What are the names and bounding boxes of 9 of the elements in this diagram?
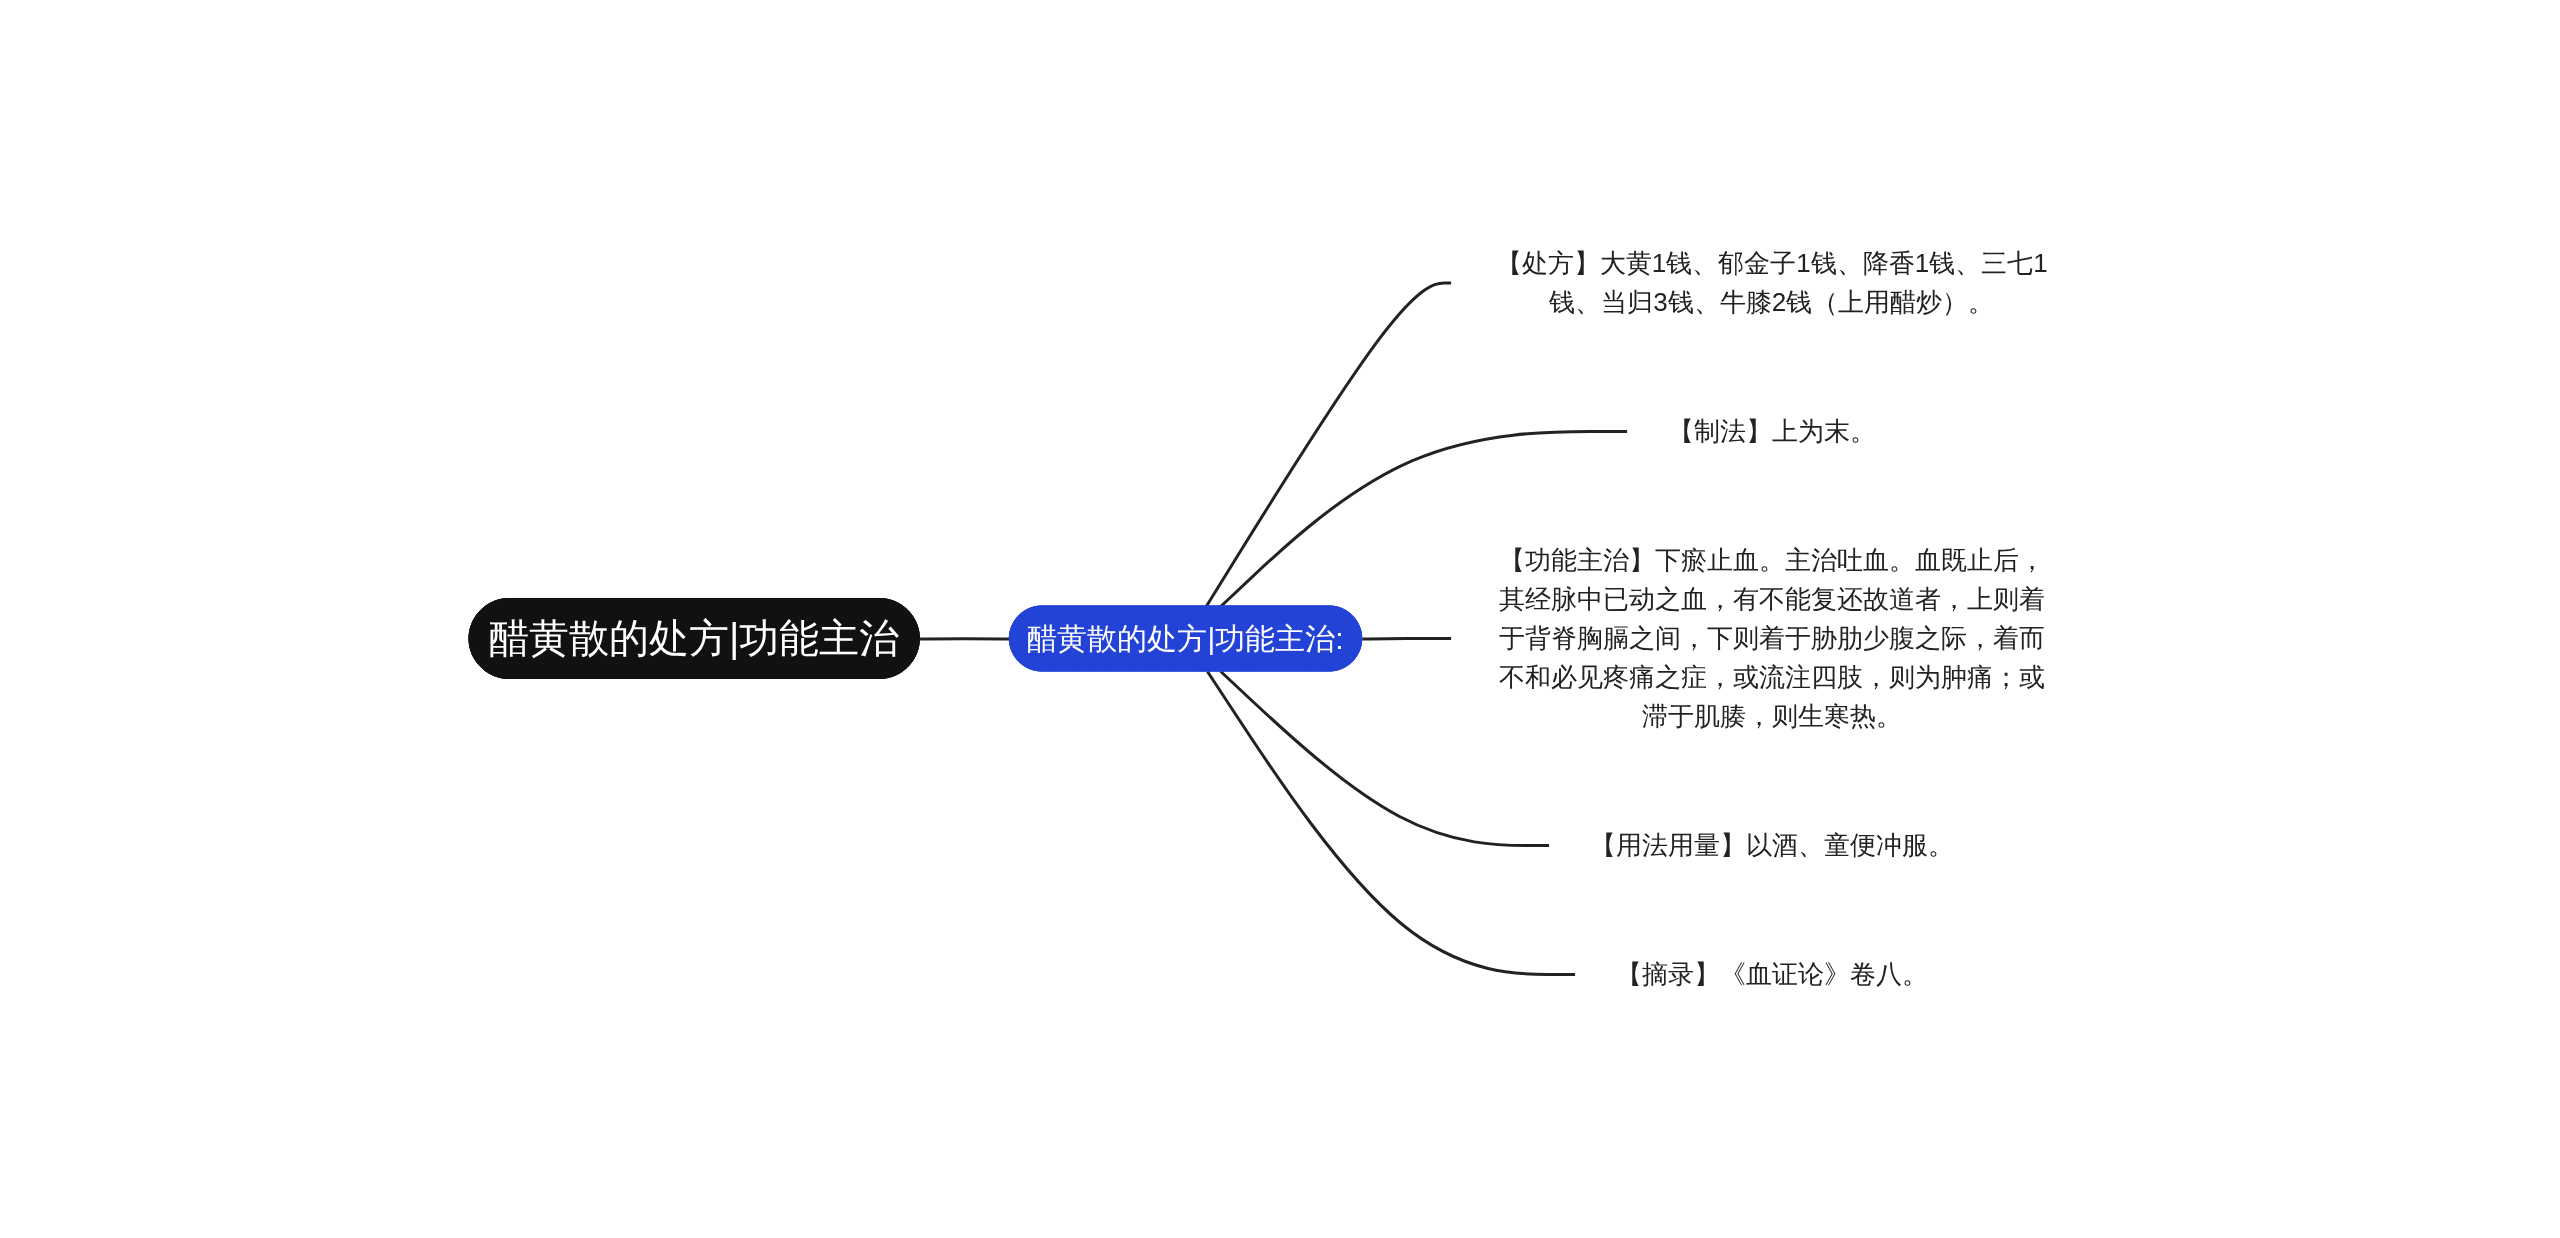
connector [1205, 670, 1576, 976]
node-text: 【摘录】《血证论》卷八。 [1615, 958, 1928, 989]
connector [1219, 670, 1550, 847]
node-text: 【处方】大黄1钱、郁金子1钱、降香1钱、三七1钱、当归3钱、牛膝2钱（上用醋炒）。 [1495, 248, 2048, 317]
node-text: 【功能主治】下瘀止血。主治吐血。血既止后，其经脉中已动之血，有不能复还故道者，上则着于背脊胸膈之间，下则着于胁肋少腹之际，着而不和必见疼痛之症，或流注四肢，则为肿痛；或滞于肌腠，则生寒热。 [1498, 544, 2045, 731]
node-text: 【制法】上为末。 [1667, 416, 1876, 446]
node-text: 【用法用量】以酒、童便冲服。 [1589, 829, 1954, 860]
connector [1361, 637, 1452, 641]
connector [919, 637, 1010, 641]
